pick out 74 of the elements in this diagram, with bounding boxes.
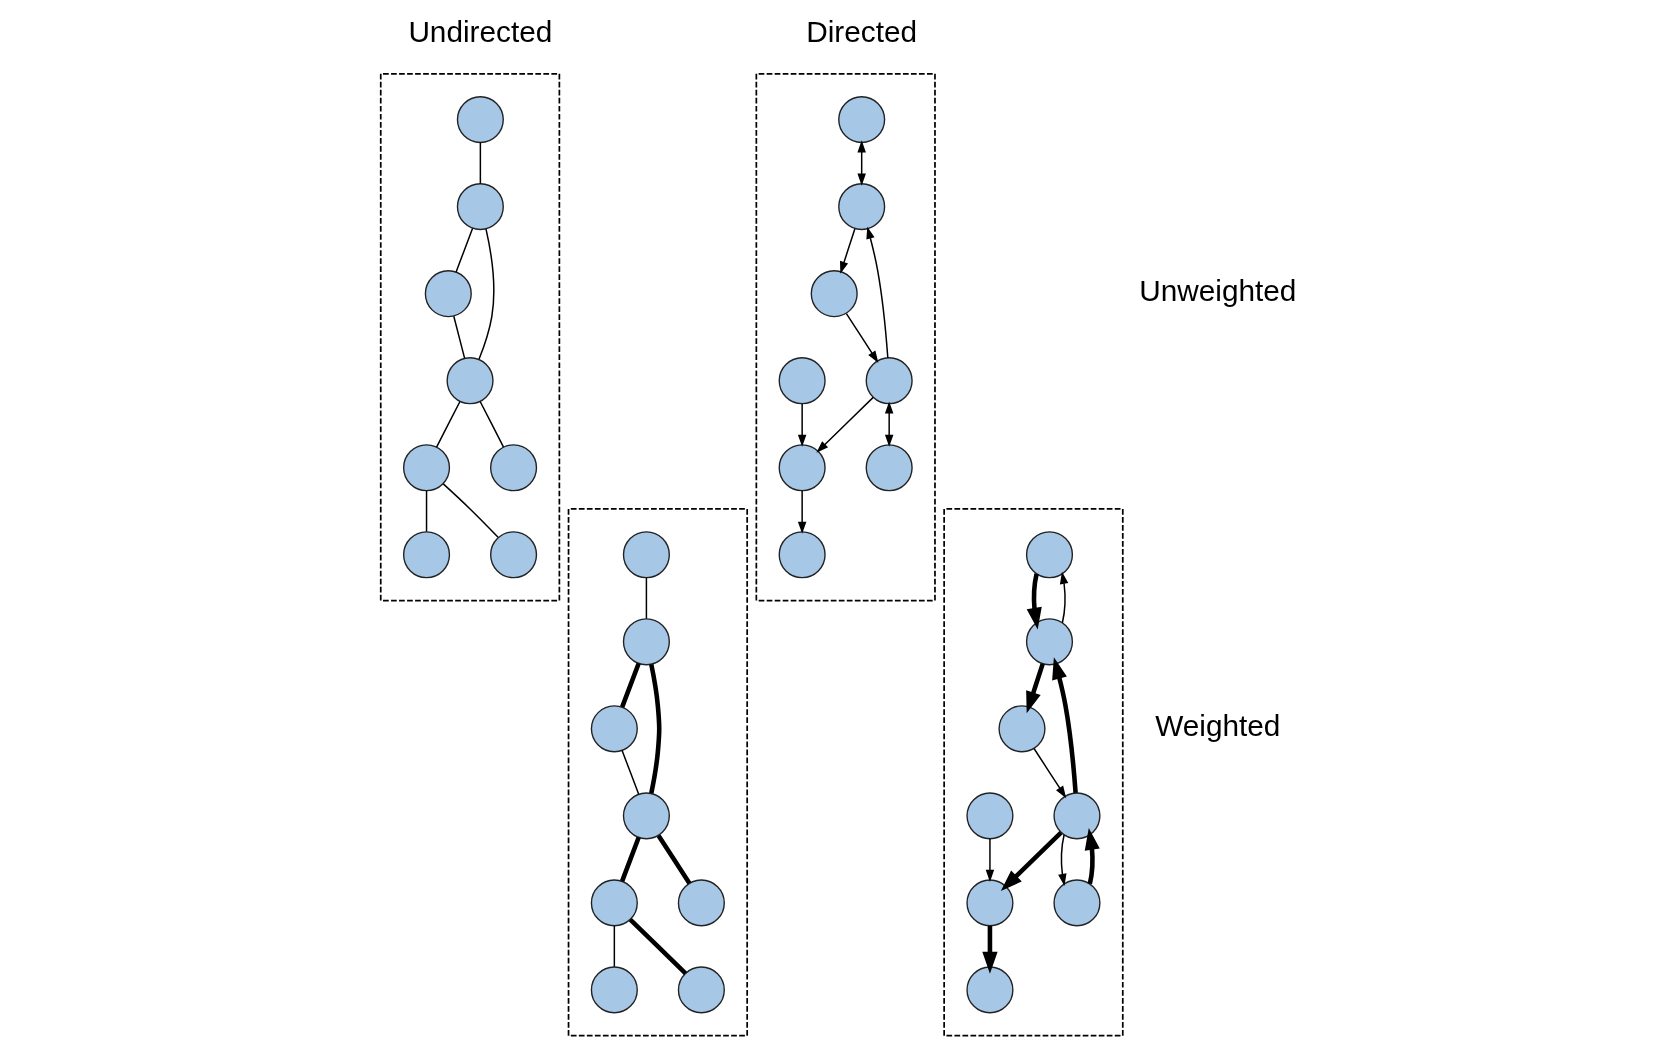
- node-circle: [590, 705, 638, 753]
- node-circle: [965, 879, 1014, 927]
- arrow: [797, 489, 806, 534]
- node-circle: [445, 357, 494, 405]
- connector: [454, 227, 473, 273]
- arrow: [1084, 828, 1100, 885]
- cluster: [755, 72, 936, 602]
- connector: [479, 141, 481, 185]
- node-circle: [456, 96, 504, 144]
- node-circle: [837, 96, 885, 144]
- connector: [648, 663, 661, 794]
- arrow: [981, 925, 998, 974]
- connector: [619, 662, 641, 708]
- node-circle: [402, 531, 450, 579]
- connector: [442, 483, 499, 539]
- cluster: [379, 72, 560, 602]
- node-circle: [965, 966, 1014, 1014]
- node-circle: [865, 444, 913, 492]
- node-circle: [402, 444, 450, 492]
- node-circle: [590, 879, 638, 927]
- arrow: [884, 401, 893, 447]
- arrow: [856, 140, 866, 186]
- cluster: [942, 508, 1124, 1037]
- node-circle: [622, 618, 670, 666]
- connector: [656, 834, 691, 885]
- label: Undirected: [407, 14, 552, 48]
- cluster: [567, 508, 748, 1037]
- arrow: [1000, 830, 1063, 892]
- label: Directed: [805, 14, 917, 48]
- arrow: [1025, 663, 1045, 714]
- connector: [452, 315, 465, 359]
- connector: [477, 228, 494, 360]
- arrow: [985, 838, 994, 882]
- node-circle: [778, 531, 826, 579]
- node-circle: [837, 183, 885, 231]
- connector: [628, 917, 687, 975]
- node-circle: [424, 270, 472, 318]
- connector: [619, 836, 641, 882]
- label: Unweighted: [1138, 273, 1296, 307]
- connector: [425, 489, 427, 533]
- arrow: [865, 226, 889, 359]
- arrow: [1057, 834, 1067, 886]
- arrow: [839, 228, 856, 274]
- node-circle: [622, 531, 670, 579]
- node-circle: [677, 879, 725, 927]
- node-circle: [778, 444, 826, 492]
- node-circle: [1025, 618, 1073, 666]
- node-circle: [1052, 879, 1101, 927]
- node-circle: [677, 966, 725, 1014]
- node-circle: [965, 792, 1014, 840]
- connector: [435, 400, 461, 448]
- arrow: [1051, 657, 1078, 794]
- node-circle: [997, 705, 1046, 753]
- arrow: [1026, 573, 1042, 630]
- connector: [620, 749, 639, 795]
- node-circle: [1025, 531, 1073, 579]
- label: Weighted: [1154, 709, 1280, 743]
- node-circle: [810, 270, 858, 318]
- arrow: [1032, 748, 1066, 799]
- node-circle: [1052, 792, 1101, 840]
- connector: [478, 400, 504, 448]
- node-circle: [590, 966, 638, 1014]
- connector: [645, 577, 647, 620]
- node-circle: [489, 531, 537, 579]
- node-circle: [622, 792, 670, 840]
- node-circle: [865, 357, 913, 405]
- arrow: [797, 402, 806, 447]
- arrow: [845, 312, 878, 363]
- node-circle: [778, 357, 826, 405]
- node-circle: [489, 444, 537, 492]
- arrow: [815, 396, 874, 453]
- connector: [613, 925, 615, 968]
- arrow: [1059, 571, 1068, 624]
- node-circle: [456, 183, 504, 231]
